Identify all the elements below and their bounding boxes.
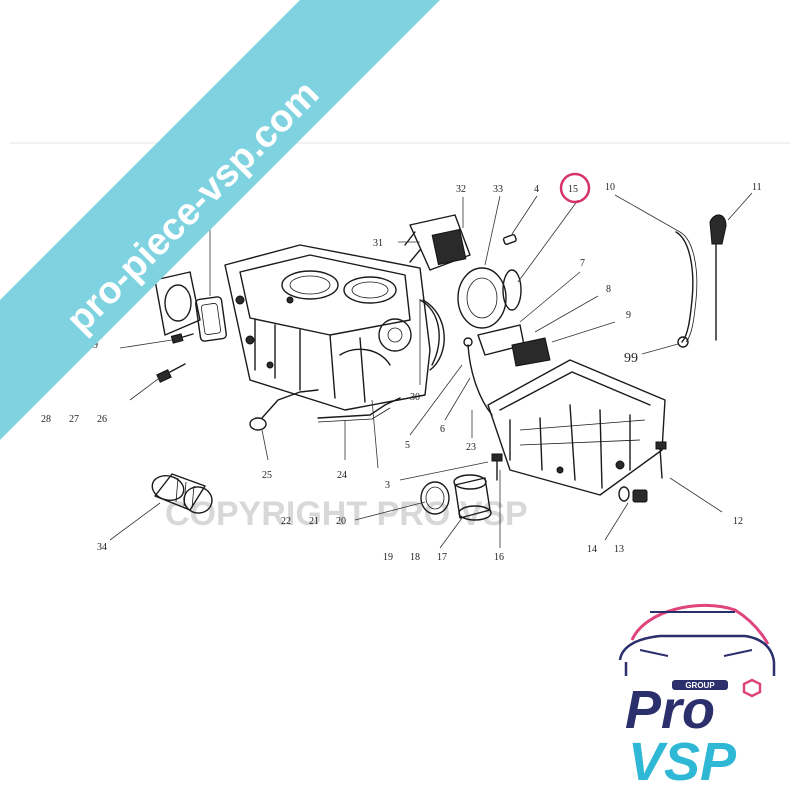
label-23: 23 xyxy=(466,442,476,453)
water-pump-housing xyxy=(154,271,201,336)
hex-bolt-icon xyxy=(742,678,762,698)
label-11: 11 xyxy=(752,182,762,193)
drain-plug xyxy=(632,489,648,503)
engine-block-icon xyxy=(224,244,440,411)
label-31: 31 xyxy=(373,238,383,249)
label-10: 10 xyxy=(605,182,615,193)
label-25: 25 xyxy=(262,470,272,481)
oil-filter-adapter xyxy=(420,474,492,521)
logo-group-text: GROUP xyxy=(685,681,715,690)
bracket-assembly xyxy=(404,214,471,271)
label-32: 32 xyxy=(456,184,466,195)
label-33: 33 xyxy=(493,184,503,195)
drain-washer xyxy=(618,486,630,502)
oil-pan-icon xyxy=(487,359,666,496)
label-15: 15 xyxy=(568,184,578,195)
oil-return-fitting xyxy=(249,417,267,431)
pan-bolt xyxy=(655,441,667,479)
label-24: 24 xyxy=(337,470,347,481)
pro-vsp-logo: GROUP Pro VSP xyxy=(618,603,776,792)
rear-seal-gasket xyxy=(422,299,445,371)
seal-ring-icon xyxy=(457,267,522,329)
website-banner: pro-piece-vsp.com xyxy=(0,0,440,440)
logo-vsp-text: VSP xyxy=(628,732,737,792)
oil-pickup-pipe xyxy=(467,344,493,416)
baffle-plate xyxy=(511,337,551,367)
bolt-26 xyxy=(156,363,186,383)
label-22: 22 xyxy=(281,516,291,527)
leader-lines xyxy=(109,192,753,549)
dipstick-icon xyxy=(675,214,727,348)
label-17: 17 xyxy=(437,552,447,563)
bolt-29 xyxy=(170,333,194,344)
car-outline-icon xyxy=(618,603,776,676)
label-99: 99 xyxy=(624,351,638,366)
label-20: 20 xyxy=(336,516,346,527)
oil-return-tube xyxy=(261,389,319,419)
label-16: 16 xyxy=(494,552,504,563)
highlight-circle-15 xyxy=(559,172,591,204)
label-30: 30 xyxy=(410,392,420,403)
bolt-16-head xyxy=(491,453,503,462)
label-13: 13 xyxy=(614,544,624,555)
label-28: 28 xyxy=(41,414,51,425)
pickup-o-ring xyxy=(463,337,473,347)
label-34: 34 xyxy=(97,542,107,553)
label-9: 9 xyxy=(626,310,631,321)
label-12: 12 xyxy=(733,516,743,527)
label-18: 18 xyxy=(410,552,420,563)
copyright-watermark: COPYRIGHT PRO VSP xyxy=(165,495,528,533)
dowel-pin xyxy=(502,234,517,246)
banner-stripe xyxy=(0,0,440,440)
logo-pro-text: Pro xyxy=(625,680,715,740)
label-7: 7 xyxy=(580,258,585,269)
label-6: 6 xyxy=(440,424,445,435)
label-4: 4 xyxy=(534,184,539,195)
label-26: 26 xyxy=(97,414,107,425)
breather-tube xyxy=(317,397,401,419)
label-5: 5 xyxy=(405,440,410,451)
part-labels: 2 3 4 5 6 7 8 9 10 11 12 13 14 15 16 17 … xyxy=(41,172,762,563)
label-21: 21 xyxy=(309,516,319,527)
label-19: 19 xyxy=(383,552,393,563)
label-27: 27 xyxy=(69,414,79,425)
breather-tube-edge xyxy=(317,407,391,423)
label-14: 14 xyxy=(587,544,597,555)
label-3: 3 xyxy=(385,480,390,491)
group-badge xyxy=(672,680,728,690)
oil-filter-icon xyxy=(151,473,213,514)
label-8: 8 xyxy=(606,284,611,295)
